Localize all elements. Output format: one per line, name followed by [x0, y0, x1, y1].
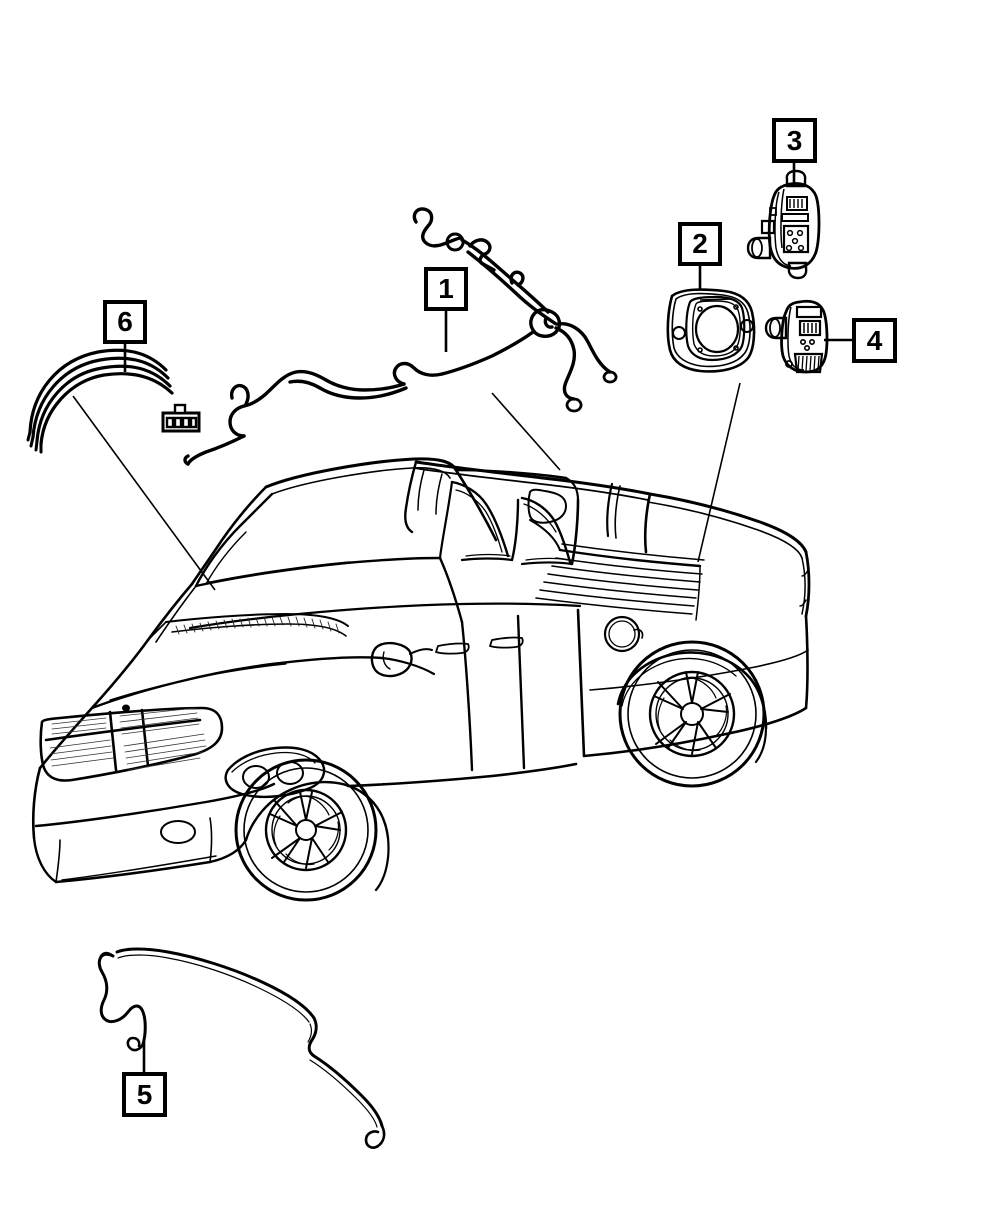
callout-box-2[interactable]: 2	[678, 222, 722, 266]
part-3-connector-module	[746, 169, 821, 280]
front-wheel-spokes	[269, 791, 343, 869]
rear-wheel-spokes	[653, 671, 731, 755]
callout-label-1: 1	[438, 273, 454, 304]
leader-bezel-to-bed-floor	[697, 382, 741, 563]
callout-box-4[interactable]: 4	[852, 318, 897, 363]
leader-lines	[72, 382, 741, 591]
callout-box-1[interactable]: 1	[424, 267, 468, 311]
part-6-pigtail-harness	[26, 348, 174, 454]
vehicle-illustration	[31, 457, 811, 902]
callout-label-3: 3	[786, 124, 803, 156]
callout-label-5: 5	[136, 1078, 153, 1110]
part-5-cable-assembly	[97, 947, 386, 1149]
part-2-bezel	[666, 288, 756, 373]
callout-box-6[interactable]: 6	[103, 300, 147, 344]
callout-label-6: 6	[117, 306, 133, 337]
callout-box-5[interactable]: 5	[122, 1072, 167, 1117]
leader-pigtail-to-cowl	[72, 395, 216, 591]
callout-box-3[interactable]: 3	[772, 118, 817, 163]
leader-harness-to-bed	[491, 392, 561, 471]
callout-stems	[123, 163, 852, 1072]
callout-label-4: 4	[866, 324, 883, 356]
callout-label-2: 2	[692, 228, 708, 259]
part-6-connector-block	[161, 403, 201, 433]
part-1-body-harness	[183, 207, 618, 466]
part-4-connector	[764, 299, 829, 374]
